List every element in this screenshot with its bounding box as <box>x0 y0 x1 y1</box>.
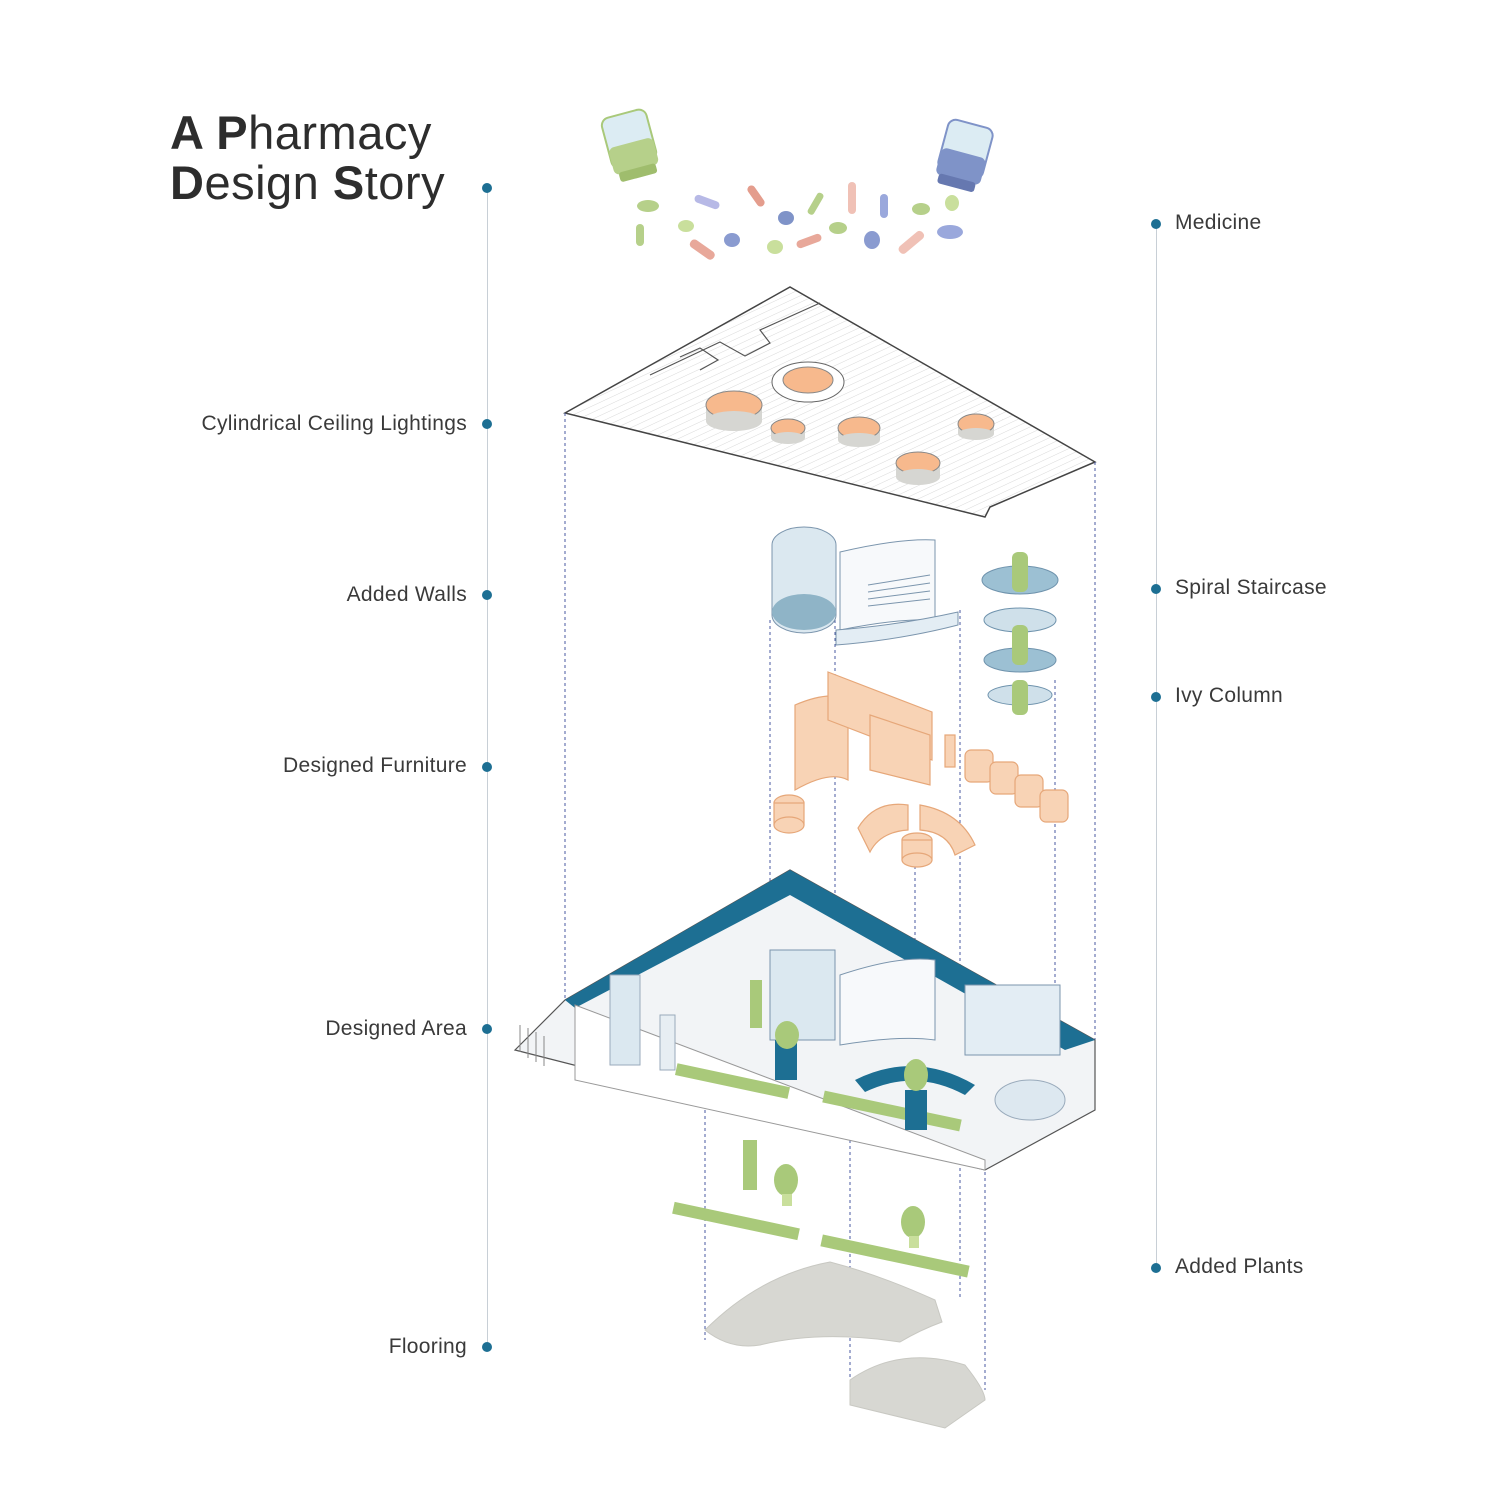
label-spiral-staircase: Spiral Staircase <box>1175 576 1327 599</box>
designed-furniture <box>773 671 1069 868</box>
dot-medicine <box>1151 219 1161 229</box>
page-title: A Pharmacy Design Story <box>170 108 445 208</box>
added-plants <box>672 1140 970 1278</box>
medicine-bottle-green-icon <box>600 108 659 182</box>
designed-area <box>513 869 1096 1171</box>
title-line1: A Pharmacy <box>170 106 432 159</box>
dot-designed-furniture <box>482 762 492 772</box>
label-flooring: Flooring <box>388 1335 467 1358</box>
label-added-walls: Added Walls <box>346 583 467 606</box>
label-ivy-column: Ivy Column <box>1175 684 1284 707</box>
dot-added-plants <box>1151 1263 1161 1273</box>
label-designed-furniture: Designed Furniture <box>283 754 467 777</box>
right-guide-line <box>1156 224 1157 1268</box>
label-designed-area: Designed Area <box>325 1017 467 1040</box>
medicine-bottle-blue-icon <box>936 118 994 192</box>
dot-flooring <box>482 1342 492 1352</box>
added-walls <box>771 526 959 646</box>
label-ceiling-lightings: Cylindrical Ceiling Lightings <box>201 412 467 435</box>
dot-ceiling-lightings <box>482 419 492 429</box>
label-medicine: Medicine <box>1175 211 1262 234</box>
dot-spiral-staircase <box>1151 584 1161 594</box>
ivy-column <box>1012 552 1028 715</box>
dot-designed-area <box>482 1024 492 1034</box>
pills-icon <box>636 182 963 260</box>
flooring <box>704 1261 986 1429</box>
title-dot <box>482 183 492 193</box>
title-line2: Design Story <box>170 156 446 209</box>
label-added-plants: Added Plants <box>1175 1255 1304 1278</box>
dot-ivy-column <box>1151 692 1161 702</box>
ceiling-plane <box>562 286 1097 518</box>
dot-added-walls <box>482 590 492 600</box>
